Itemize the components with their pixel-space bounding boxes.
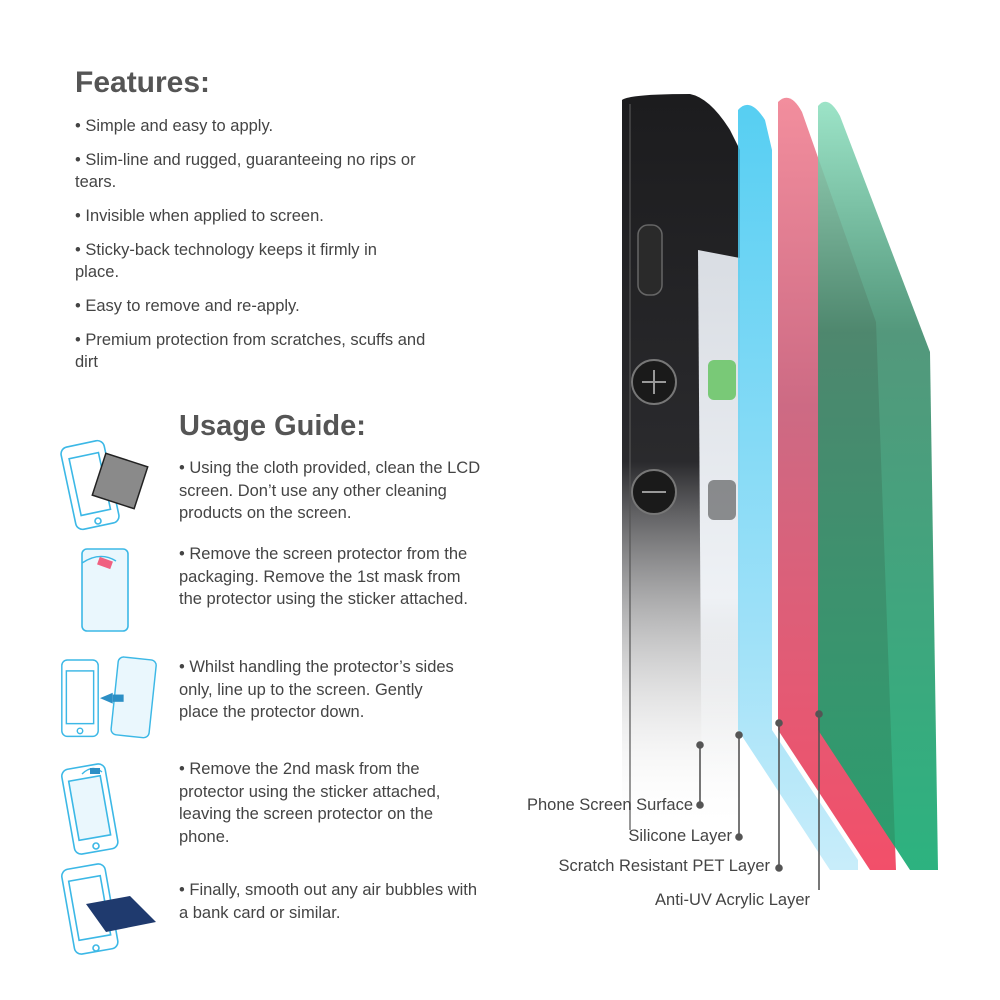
usage-title: Usage Guide: [179, 410, 366, 442]
callout-pet-layer: Scratch Resistant PET Layer [558, 857, 770, 875]
remove-second-mask-icon [61, 763, 119, 855]
feature-item: • Invisible when applied to screen. [75, 207, 324, 225]
align-protector-icon [61, 656, 157, 739]
acrylic-layer [818, 101, 938, 870]
usage-step-5-text: • Finally, smooth out any air bubbles wi… [179, 881, 478, 922]
features-title: Features: [75, 66, 211, 99]
bank-card-smooth-icon [61, 863, 156, 955]
feature-item: • Slim-line and rugged, guaranteeing no … [75, 151, 416, 191]
features-list: • Simple and easy to apply. • Slim-line … [75, 115, 475, 385]
usage-step-3-text: • Whilst handling the protector’s sides … [179, 658, 454, 721]
phone-layers-illustration [622, 94, 938, 890]
cloth-cleaning-icon [60, 439, 149, 531]
silicone-layer [738, 104, 858, 870]
feature-item: • Simple and easy to apply. [75, 117, 274, 135]
usage-step-1-text: • Using the cloth provided, clean the LC… [179, 459, 481, 522]
callout-acrylic-layer: Anti-UV Acrylic Layer [655, 891, 810, 909]
feature-item: • Premium protection from scratches, scu… [75, 331, 426, 371]
callout-phone-screen-surface: Phone Screen Surface [526, 796, 693, 814]
usage-step-4-text: • Remove the 2nd mask from the protector… [179, 760, 441, 846]
peel-mask-icon [81, 548, 129, 632]
callout-silicone-layer: Silicone Layer [628, 827, 732, 845]
usage-step-2-text: • Remove the screen protector from the p… [179, 545, 468, 608]
feature-item: • Sticky-back technology keeps it firmly… [75, 241, 377, 281]
feature-item: • Easy to remove and re-apply. [75, 297, 300, 315]
mute-switch [637, 224, 663, 296]
phone-screen-surface [698, 250, 740, 830]
